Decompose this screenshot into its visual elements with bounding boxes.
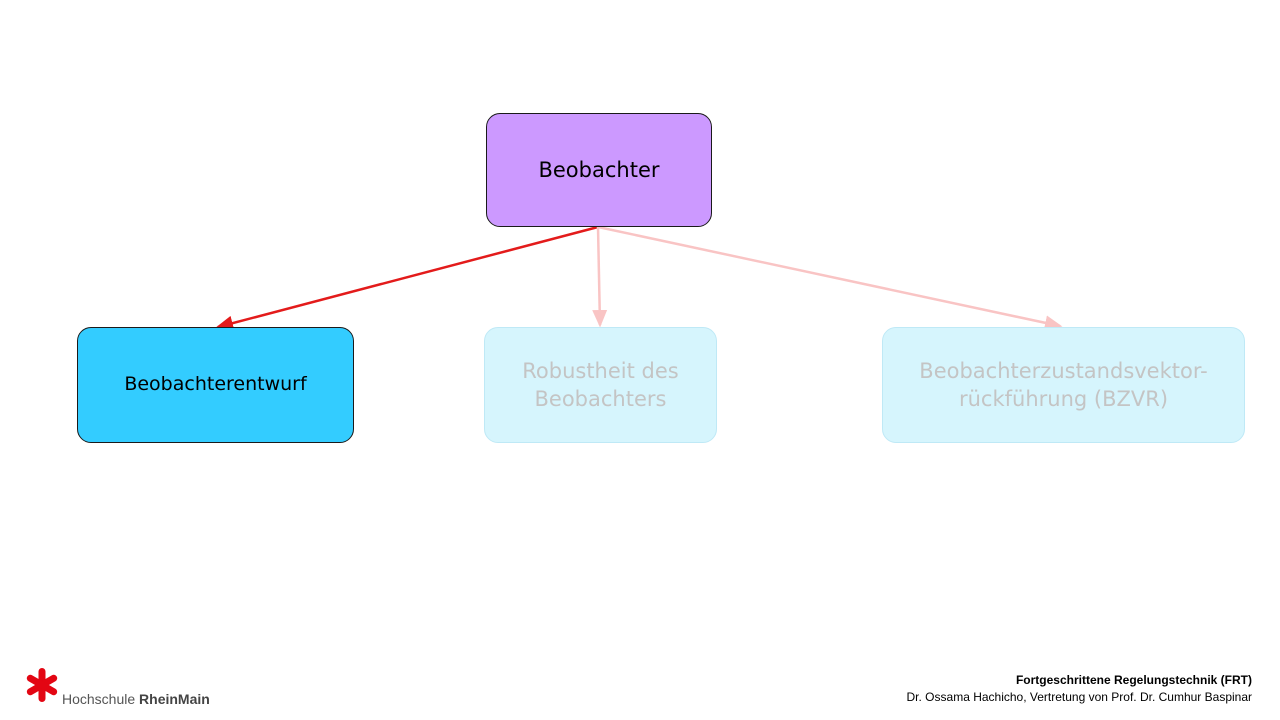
lecturer-line: Dr. Ossama Hachicho, Vertretung von Prof… xyxy=(906,690,1252,705)
node-label-beobachter: Beobachter xyxy=(538,157,660,182)
node-label-bzvr: Beobachterzustandsvektor- rückführung (B… xyxy=(919,358,1208,411)
arrow-to-robustheit xyxy=(592,226,608,328)
node-beobachter: Beobachter xyxy=(486,113,712,227)
logo-name: Hochschule xyxy=(62,691,136,707)
node-beobachterentwurf: Beobachterentwurf xyxy=(77,327,354,443)
node-label-beobachterentwurf: Beobachterentwurf xyxy=(124,373,307,396)
logo-wordmark: Hochschule RheinMain xyxy=(62,691,210,707)
course-title: Fortgeschrittene Regelungstechnik (FRT) xyxy=(1015,673,1252,687)
node-bzvr: Beobachterzustandsvektor- rückführung (B… xyxy=(882,327,1245,443)
logo-name-bold: RheinMain xyxy=(139,691,210,707)
asterisk-logo-icon xyxy=(26,668,58,702)
node-robustheit: Robustheit des Beobachters xyxy=(484,327,717,443)
footer-info: Fortgeschrittene Regelungstechnik (FRT) … xyxy=(907,672,1252,707)
arrow-to-bzvr xyxy=(597,225,1063,331)
arrow-to-beobachterentwurf xyxy=(215,225,599,331)
node-label-robustheit: Robustheit des Beobachters xyxy=(522,358,679,411)
